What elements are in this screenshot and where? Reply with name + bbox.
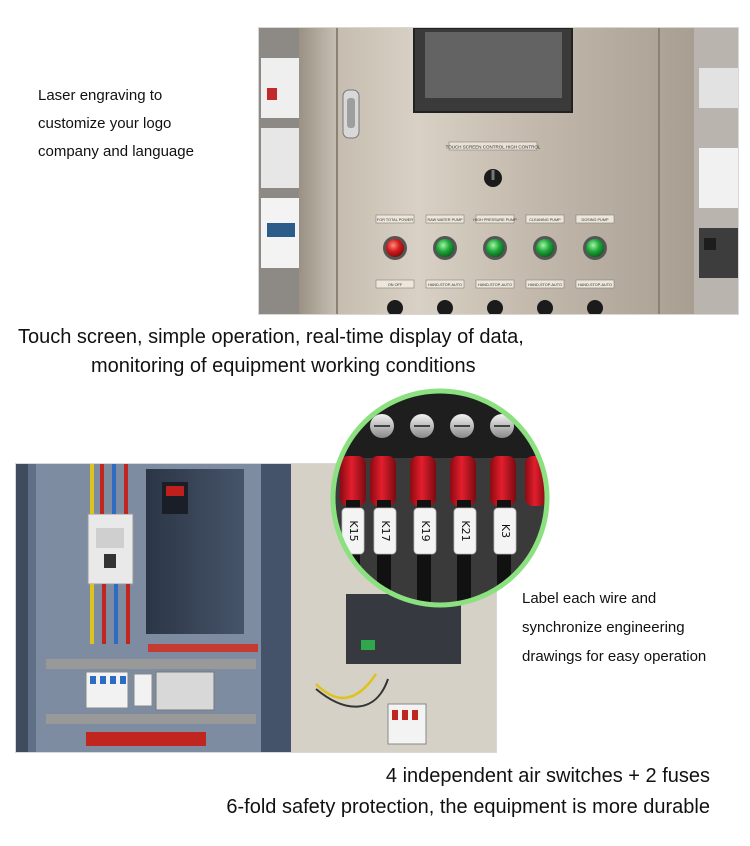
- lamp-label: FOR TOTAL POWER: [377, 218, 413, 222]
- safety-protection-caption: 6-fold safety protection, the equipment …: [226, 796, 710, 818]
- wire-marker-label: K19: [419, 520, 432, 541]
- green-indicator-lamp: [436, 239, 454, 257]
- wire-marker-label: K3: [499, 524, 512, 538]
- control-panel-photo: TOUCH SCREEN CONTROL HIGH CONTROL FOR TO…: [258, 27, 739, 315]
- lamp-label-row: FOR TOTAL POWER RAW WATER PUMP HIGH PRES…: [375, 214, 615, 224]
- wire-marker-label: K15: [347, 520, 360, 541]
- switch-label: ON OFF: [388, 283, 403, 287]
- engraving-caption: Laser engraving to customize your logo c…: [38, 82, 194, 166]
- lamp-label: HIGH PRESSURE PUMP: [473, 218, 517, 222]
- lamp-label: RAW WATER PUMP: [427, 218, 463, 222]
- air-switch-caption: 4 independent air switches + 2 fuses: [385, 765, 710, 787]
- red-indicator-lamp: [386, 239, 404, 257]
- switch-label-row: ON OFF HAND-STOP-AUTO HAND-STOP-AUTO HAN…: [375, 279, 615, 289]
- wire-label-caption-line: Label each wire and: [522, 590, 657, 607]
- lamp-label: CLEANING PUMP: [529, 218, 561, 222]
- lamp-label: DOSING PUMP: [581, 218, 608, 222]
- touch-screen-caption-line2: monitoring of equipment working conditio…: [91, 355, 476, 377]
- green-indicator-lamp: [536, 239, 554, 257]
- control-panel-illustration: TOUCH SCREEN CONTROL HIGH CONTROL FOR TO…: [259, 28, 738, 314]
- switch-label: HAND-STOP-AUTO: [428, 283, 462, 287]
- wire-marker-label: K21: [459, 520, 472, 541]
- wire-label-caption-line: drawings for easy operation: [522, 648, 707, 665]
- wire-marker-zoom: K15 K17 K19 K21 K3: [330, 388, 550, 608]
- engraving-caption-line: Laser engraving to: [38, 87, 163, 104]
- switch-label: HAND-STOP-AUTO: [528, 283, 562, 287]
- green-indicator-lamp: [486, 239, 504, 257]
- engraving-caption-line: customize your logo: [38, 115, 172, 132]
- selector-label: TOUCH SCREEN CONTROL HIGH CONTROL: [446, 145, 541, 150]
- switch-label: HAND-STOP-AUTO: [578, 283, 612, 287]
- zoom-ring: [330, 388, 550, 608]
- wire-label-caption-line: synchronize engineering: [522, 619, 685, 636]
- touch-screen-caption-line1: Touch screen, simple operation, real-tim…: [18, 326, 524, 348]
- switch-label: HAND-STOP-AUTO: [478, 283, 512, 287]
- green-indicator-lamp: [586, 239, 604, 257]
- engraving-caption-line: company and language: [38, 143, 194, 160]
- wire-marker-label: K17: [379, 520, 392, 541]
- wire-label-caption: Label each wire and synchronize engineer…: [522, 584, 706, 671]
- wire-marker-zoom-illustration: K15 K17 K19 K21 K3: [330, 388, 550, 608]
